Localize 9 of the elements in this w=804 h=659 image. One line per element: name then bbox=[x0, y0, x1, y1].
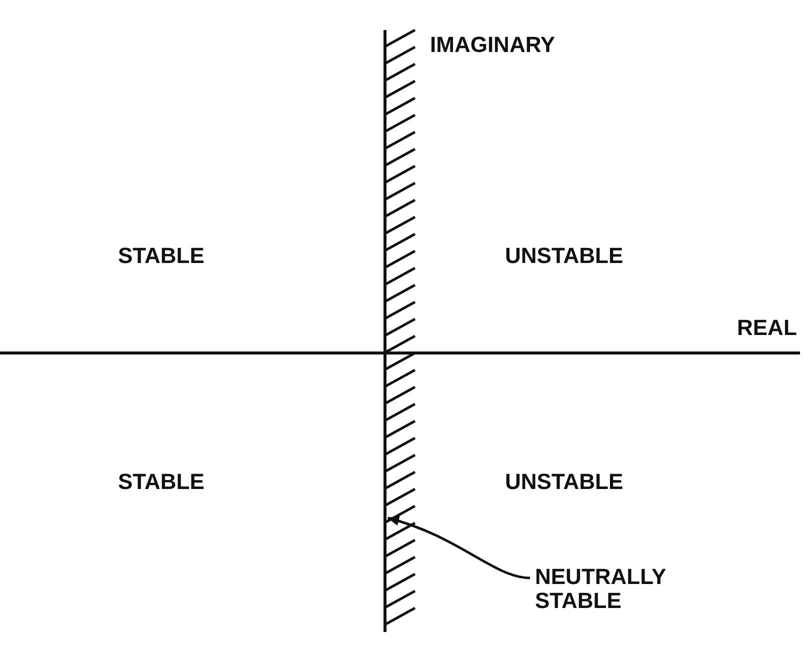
region-label: STABLE bbox=[118, 244, 204, 268]
imaginary-axis-label: IMAGINARY bbox=[430, 33, 556, 57]
real-axis-label: REAL bbox=[737, 316, 797, 340]
callout-text: NEUTRALLY STABLE bbox=[535, 565, 685, 613]
region-label: STABLE bbox=[118, 470, 204, 494]
hatched-imaginary-axis bbox=[384, 28, 416, 632]
region-label: UNSTABLE bbox=[505, 470, 624, 494]
region-label: UNSTABLE bbox=[505, 244, 624, 268]
leader-line bbox=[387, 516, 530, 580]
